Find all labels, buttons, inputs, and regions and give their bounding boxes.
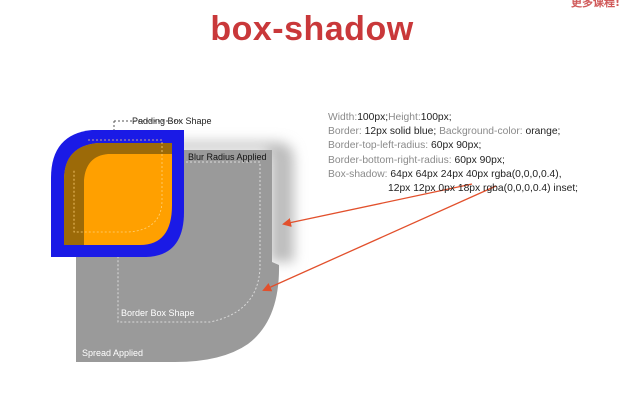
code-value: 12px 12px 0px 18px rgba(0,0,0,0.4) inset… [388, 183, 579, 195]
border-box-label: Border Box Shape [121, 308, 195, 318]
code-line-bottom-right-radius: Border-bottom-right-radius: 60px 90px; [328, 154, 620, 168]
blur-radius-label: Blur Radius Applied [188, 152, 267, 162]
code-key: Box-shadow: [328, 168, 391, 180]
code-value: 60px 90px; [454, 154, 505, 166]
padding-box-label: Padding Box Shape [132, 116, 212, 126]
orange-background [64, 143, 172, 245]
code-key: Background-color: [439, 126, 526, 138]
code-value: 100px; [420, 112, 452, 123]
code-key: Border: [328, 126, 365, 138]
slide-title: box-shadow [210, 10, 414, 48]
css-code-block: Width:100px;Height:100px; Border: 12px s… [328, 111, 620, 196]
blur-shadow-shape [156, 142, 294, 262]
code-key: Border-bottom-right-radius: [328, 154, 455, 166]
corner-watermark: 更多课程! [570, 0, 620, 9]
code-line-size: Width:100px;Height:100px; [328, 111, 620, 125]
code-value: 60px 90px; [431, 140, 482, 152]
code-key: Width: [328, 112, 358, 123]
code-line-top-left-radius: Border-top-left-radius: 60px 90px; [328, 139, 620, 153]
padding-box-outline [113, 120, 182, 131]
spread-label: Spread Applied [82, 348, 143, 358]
code-line-box-shadow-inset: 12px 12px 0px 18px rgba(0,0,0,0.4) inset… [328, 182, 620, 196]
inset-shadow [64, 143, 172, 245]
code-value: orange; [525, 126, 561, 138]
code-key: Height: [388, 112, 421, 123]
code-line-box-shadow: Box-shadow: 64px 64px 24px 40px rgba(0,0… [328, 168, 620, 182]
code-value: 100px; [357, 112, 389, 123]
arrow-to-spread [262, 185, 497, 292]
border-box-outline [117, 161, 261, 323]
code-line-border: Border: 12px solid blue; Background-colo… [328, 125, 620, 139]
code-value: 64px 64px 24px 40px rgba(0,0,0,0.4), [390, 168, 562, 180]
code-value: 12px solid blue; [364, 126, 440, 138]
arrow-to-blur [282, 183, 473, 227]
code-key: Border-top-left-radius: [328, 140, 432, 152]
